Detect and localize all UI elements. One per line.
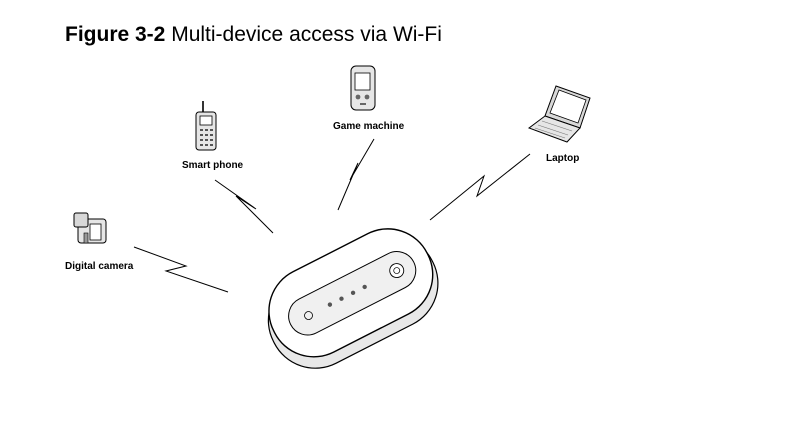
game-machine-icon <box>350 65 376 111</box>
game-machine-label: Game machine <box>333 121 405 132</box>
laptop-label: Laptop <box>546 153 580 164</box>
digital-camera-label: Digital camera <box>65 261 134 272</box>
wifi-link-laptop <box>429 153 531 221</box>
figure-caption: Multi-device access via Wi-Fi <box>171 23 442 46</box>
smart-phone-label: Smart phone <box>182 160 244 171</box>
wifi-link-digital-camera <box>133 246 229 293</box>
smart-phone-icon <box>195 101 217 151</box>
laptop-icon <box>527 85 591 143</box>
wifi-link-game-machine <box>337 138 375 211</box>
mobile-wifi-router-icon <box>267 228 439 369</box>
figure-number: Figure 3-2 <box>65 23 166 46</box>
digital-camera-icon <box>73 212 107 244</box>
figure-title: Figure 3-2 Multi-device access via Wi-Fi <box>65 21 442 49</box>
wifi-link-smart-phone <box>214 179 274 234</box>
